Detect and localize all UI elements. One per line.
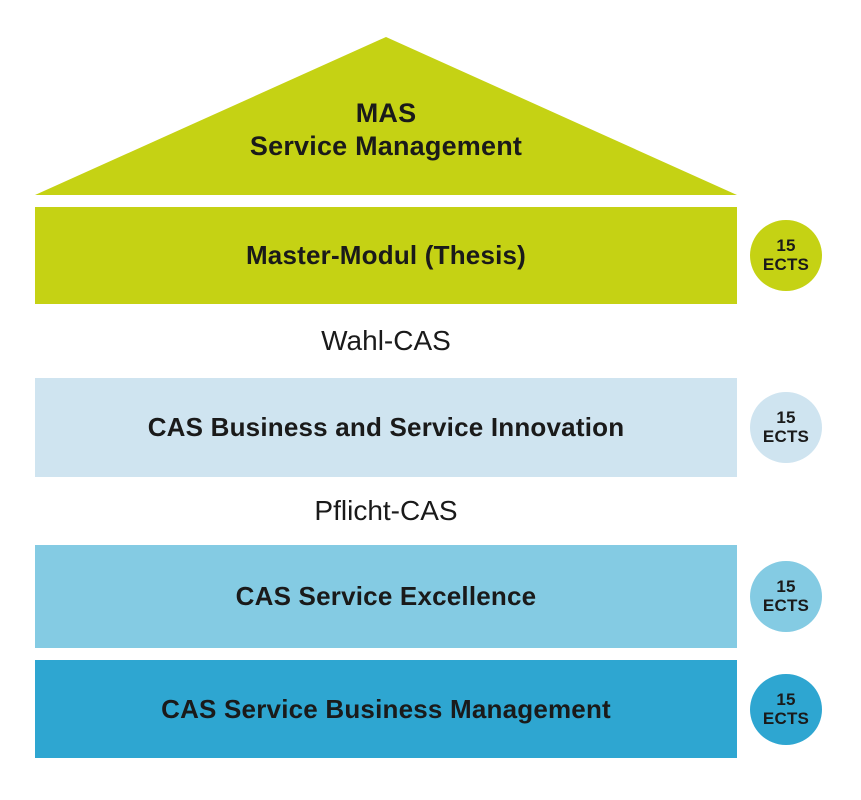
ects-unit: ECTS (762, 254, 810, 274)
ects-badge-cas-service-excellence: 15 ECTS (750, 561, 822, 632)
level-bar-master-modul-thesis: Master-Modul (Thesis) (35, 207, 737, 304)
level-label: CAS Service Business Management (161, 693, 611, 724)
ects-badge-cas-business-and-service-innovation: 15 ECTS (750, 392, 822, 463)
ects-unit: ECTS (762, 426, 810, 446)
level-bar-cas-service-business-management: CAS Service Business Management (35, 660, 737, 758)
ects-value: 15 (776, 689, 796, 709)
program-title: MAS Service Management (250, 97, 522, 162)
ects-value: 15 (776, 576, 796, 596)
level-label: CAS Service Excellence (235, 581, 537, 611)
roof-triangle: MAS Service Management (35, 37, 737, 195)
level-label: Master-Modul (Thesis) (245, 240, 527, 270)
level-bar-cas-business-and-service-innovation: CAS Business and Service Innovation (35, 378, 737, 477)
program-title-line2: Service Management (249, 130, 523, 161)
program-title-line1: MAS (355, 98, 417, 129)
level-label: CAS Business and Service Innovation (147, 412, 625, 442)
ects-unit: ECTS (762, 708, 810, 728)
separator-wahl-cas: Wahl-CAS (35, 304, 737, 378)
ects-value: 15 (776, 407, 796, 427)
ects-badge-cas-service-business-management: 15 ECTS (750, 674, 822, 745)
separator-label: Wahl-CAS (321, 325, 451, 356)
ects-badge-master-modul-thesis: 15 ECTS (750, 220, 822, 291)
ects-value: 15 (776, 235, 796, 255)
ects-unit: ECTS (762, 595, 810, 615)
level-bar-cas-service-excellence: CAS Service Excellence (35, 545, 737, 648)
separator-label: Pflicht-CAS (314, 495, 458, 526)
separator-pflicht-cas: Pflicht-CAS (35, 477, 737, 545)
